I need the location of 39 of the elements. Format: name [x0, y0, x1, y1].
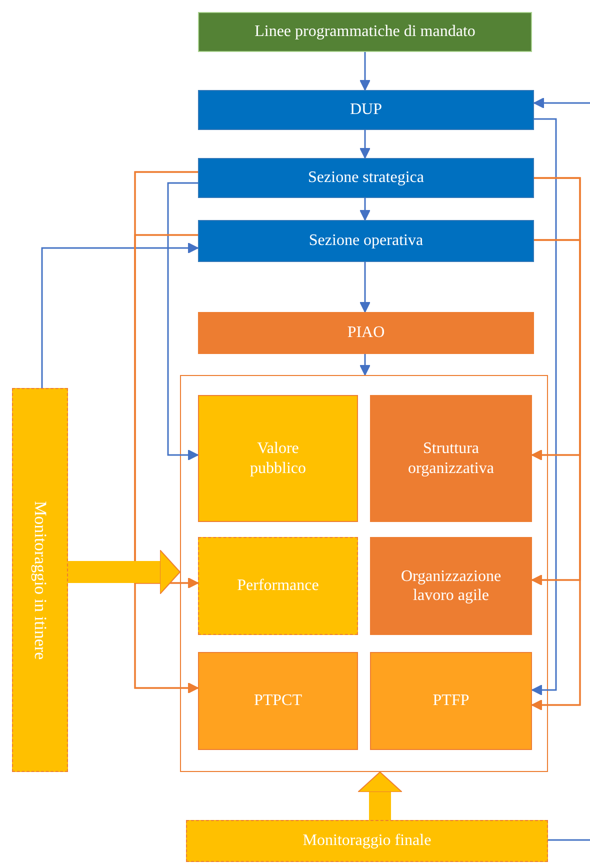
block-arrow — [68, 550, 180, 594]
arrow — [360, 130, 370, 158]
box-label: DUP — [348, 100, 383, 120]
box-label: Sezione strategica — [307, 168, 425, 188]
process-box — [370, 395, 532, 522]
connector-line — [548, 839, 590, 841]
box-label: Performance — [236, 576, 320, 596]
box-label: Struttura organizzativa — [407, 439, 495, 478]
box-label: Monitoraggio in itinere — [30, 500, 50, 660]
process-box — [370, 537, 532, 635]
arrow — [360, 52, 370, 90]
arrow — [360, 262, 370, 312]
arrow — [532, 118, 557, 696]
box-label: PIAO — [346, 323, 386, 343]
box-label: Linee programmatiche di mandato — [254, 22, 476, 42]
box-label: PTPCT — [252, 691, 303, 711]
process-box — [198, 537, 358, 635]
process-box — [186, 820, 548, 862]
box-label: Sezione operativa — [308, 231, 424, 251]
arrow — [360, 354, 370, 376]
process-box — [198, 652, 358, 750]
process-box — [198, 312, 534, 354]
arrow — [41, 242, 198, 388]
box-label: Monitoraggio finale — [302, 831, 432, 851]
process-box — [198, 158, 534, 198]
process-box — [198, 12, 532, 52]
box-label: Organizzazione lavoro agile — [400, 566, 502, 606]
process-box — [198, 395, 358, 522]
box-label: Valore pubblico — [249, 439, 307, 478]
arrow — [360, 198, 370, 220]
arrow — [534, 98, 590, 108]
process-box — [12, 388, 68, 772]
box-label: PTFP — [432, 691, 470, 711]
arrow — [167, 182, 198, 460]
process-box — [198, 220, 534, 262]
block-arrow — [358, 772, 402, 820]
group-frame — [180, 375, 548, 772]
process-box — [198, 90, 534, 130]
process-box — [370, 652, 532, 750]
